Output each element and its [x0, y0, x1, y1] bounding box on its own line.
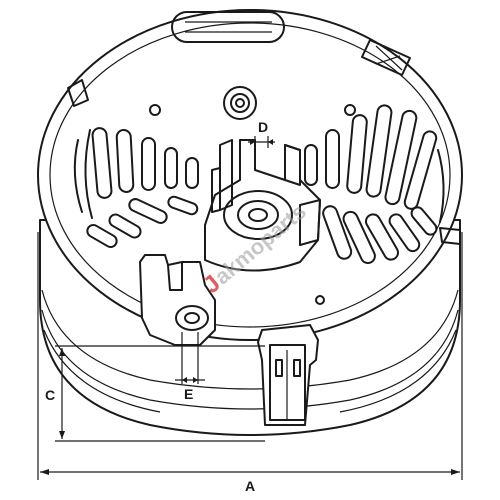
dimension-e: E [175, 332, 205, 402]
label-e: E [184, 386, 193, 402]
dimension-d: D [248, 119, 275, 148]
arrowhead [268, 139, 273, 145]
arrowhead [451, 469, 460, 475]
label-a: A [245, 478, 255, 494]
bolt-holes [149, 104, 356, 305]
dimension-c: C [45, 345, 265, 442]
top-boss [223, 86, 257, 120]
arrowhead [193, 377, 198, 383]
left-terminal-post [139, 254, 216, 346]
vent-slots-right [304, 104, 445, 265]
arrowhead [59, 348, 65, 356]
arrowhead [182, 377, 187, 383]
label-d: D [258, 119, 268, 135]
connector-plug [257, 324, 319, 426]
arrowhead [250, 139, 255, 145]
arrowhead [59, 431, 65, 439]
arrowhead [40, 469, 49, 475]
center-terminal-tower [204, 139, 321, 272]
vent-slots-left [73, 127, 199, 248]
corner-clips [67, 39, 461, 245]
label-c: C [45, 387, 55, 403]
top-slot [171, 11, 285, 43]
dimension-a: A [37, 232, 463, 494]
